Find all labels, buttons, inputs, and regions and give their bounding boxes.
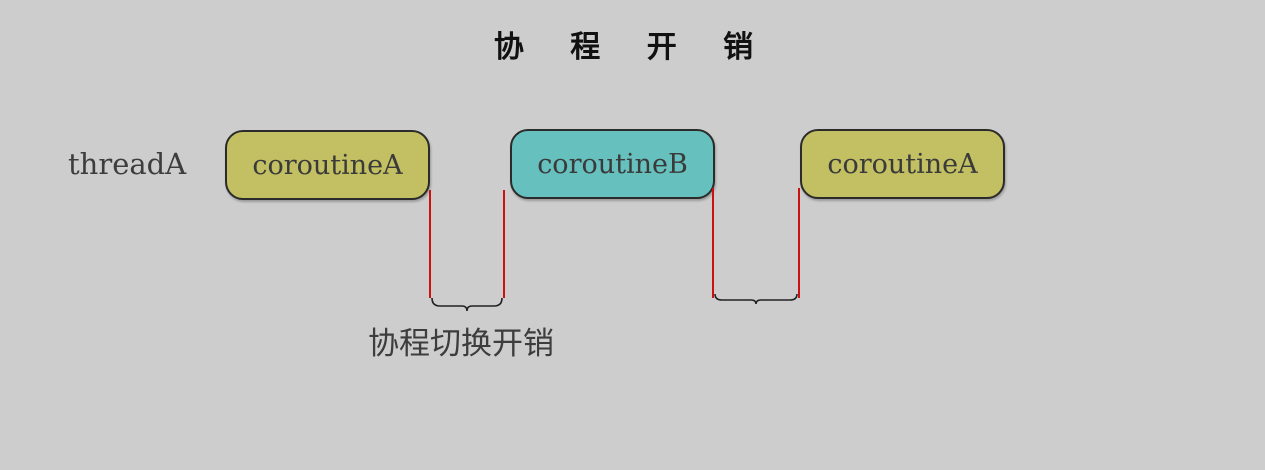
- switch-brace: [714, 293, 798, 305]
- thread-label: threadA: [68, 147, 187, 181]
- diagram-title: 协 程 开 销: [493, 30, 772, 65]
- coroutine-block-a-second: coroutineA: [800, 129, 1005, 199]
- switch-cost-label: 协程切换开销: [368, 326, 554, 362]
- coroutine-block-a-first: coroutineA: [225, 130, 430, 200]
- switch-brace: [431, 297, 503, 312]
- coroutine-block-b: coroutineB: [510, 129, 715, 199]
